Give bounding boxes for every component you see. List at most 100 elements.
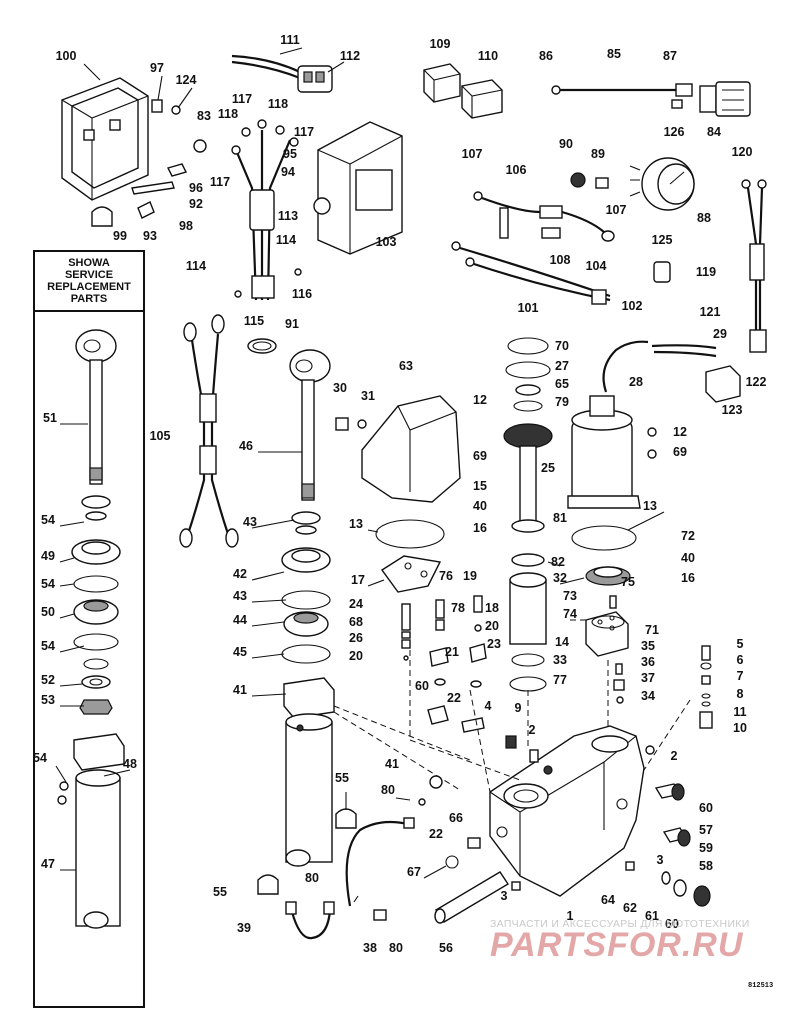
callout-117: 117: [210, 175, 230, 189]
callout-98: 98: [179, 219, 193, 233]
part-46-piston-rod: [281, 349, 331, 664]
callout-49: 49: [41, 549, 55, 563]
leader-lines: [55, 47, 665, 903]
callout-77: 77: [553, 673, 567, 687]
callout-114: 114: [276, 233, 296, 247]
callout-80: 80: [389, 941, 403, 955]
callout-79: 79: [555, 395, 569, 409]
callout-85: 85: [607, 47, 621, 61]
part-28-trim-motor: [567, 340, 657, 551]
callout-120: 120: [732, 145, 753, 159]
callout-58: 58: [699, 859, 713, 873]
callout-22: 22: [429, 827, 443, 841]
callout-92: 92: [189, 197, 203, 211]
callout-46: 46: [239, 439, 253, 453]
callout-105: 105: [150, 429, 171, 443]
callout-68: 68: [349, 615, 363, 629]
part-119-122-lead: [651, 179, 767, 403]
callout-125: 125: [652, 233, 673, 247]
callout-118: 118: [218, 107, 238, 121]
callout-57: 57: [699, 823, 713, 837]
callout-115: 115: [244, 314, 264, 328]
callout-31: 31: [361, 389, 375, 403]
callout-60: 60: [699, 801, 713, 815]
callout-25: 25: [541, 461, 555, 475]
callout-117: 117: [294, 125, 314, 139]
callout-8: 8: [737, 687, 744, 701]
figure-code: 812513: [748, 982, 774, 990]
part-109-110-relays: [423, 63, 503, 119]
part-56-shaft: [434, 871, 509, 924]
part-91-clamp: [247, 338, 277, 354]
callout-19: 19: [463, 569, 477, 583]
callout-24: 24: [349, 597, 363, 611]
callout-109: 109: [430, 37, 451, 51]
callout-53: 53: [41, 693, 55, 707]
callout-64: 64: [601, 893, 615, 907]
callout-65: 65: [555, 377, 569, 391]
callout-7: 7: [737, 669, 744, 683]
callout-66: 66: [449, 811, 463, 825]
callout-104: 104: [586, 259, 607, 273]
callout-34: 34: [641, 689, 655, 703]
watermark: ЗАПЧАСТИ И АКСЕССУАРЫ ДЛЯ МОТОТЕХНИКИ PA…: [490, 918, 790, 965]
part-111-112-wire-connector: [231, 54, 333, 93]
callout-43: 43: [243, 515, 257, 529]
service-parts-stack: [57, 329, 125, 929]
callout-17: 17: [351, 573, 365, 587]
callout-93: 93: [143, 229, 157, 243]
callout-95: 95: [283, 147, 297, 161]
callout-16: 16: [473, 521, 487, 535]
callout-74: 74: [563, 607, 577, 621]
callout-38: 38: [363, 941, 377, 955]
callout-123: 123: [722, 403, 743, 417]
callout-70: 70: [555, 339, 569, 353]
callout-108: 108: [550, 253, 571, 267]
callout-69: 69: [673, 445, 687, 459]
callout-54: 54: [33, 751, 47, 765]
callout-13: 13: [349, 517, 363, 531]
part-14-reservoir: [509, 553, 631, 692]
callout-3: 3: [657, 853, 664, 867]
part-88-gauge: [629, 157, 695, 211]
callout-94: 94: [281, 165, 295, 179]
callout-41: 41: [233, 683, 247, 697]
callout-63: 63: [399, 359, 413, 373]
callout-99: 99: [113, 229, 127, 243]
service-panel-title: SHOWA SERVICE REPLACEMENT PARTS: [35, 252, 143, 312]
callout-27: 27: [555, 359, 569, 373]
callout-75: 75: [621, 575, 635, 589]
callout-23: 23: [487, 637, 501, 651]
service-title-line: SHOWA: [68, 257, 110, 269]
callout-52: 52: [41, 673, 55, 687]
callout-103: 103: [376, 235, 397, 249]
assembly-guide-lines: [333, 619, 691, 793]
callout-118: 118: [268, 97, 288, 111]
callout-87: 87: [663, 49, 677, 63]
part-100-cover: [61, 77, 149, 201]
callout-112: 112: [340, 49, 360, 63]
callout-78: 78: [451, 601, 465, 615]
callout-101: 101: [518, 301, 539, 315]
callout-20: 20: [485, 619, 499, 633]
callout-6: 6: [737, 653, 744, 667]
callout-119: 119: [696, 265, 716, 279]
callout-28: 28: [629, 375, 643, 389]
callout-83: 83: [197, 109, 211, 123]
callout-4: 4: [485, 699, 492, 713]
callout-3: 3: [501, 889, 508, 903]
callout-40: 40: [681, 551, 695, 565]
callout-91: 91: [285, 317, 299, 331]
callout-5: 5: [737, 637, 744, 651]
callout-122: 122: [746, 375, 767, 389]
callout-45: 45: [233, 645, 247, 659]
callout-12: 12: [473, 393, 487, 407]
callout-9: 9: [515, 701, 522, 715]
callout-39: 39: [237, 921, 251, 935]
callout-69: 69: [473, 449, 487, 463]
callout-18: 18: [485, 601, 499, 615]
callout-73: 73: [563, 589, 577, 603]
callout-55: 55: [213, 885, 227, 899]
